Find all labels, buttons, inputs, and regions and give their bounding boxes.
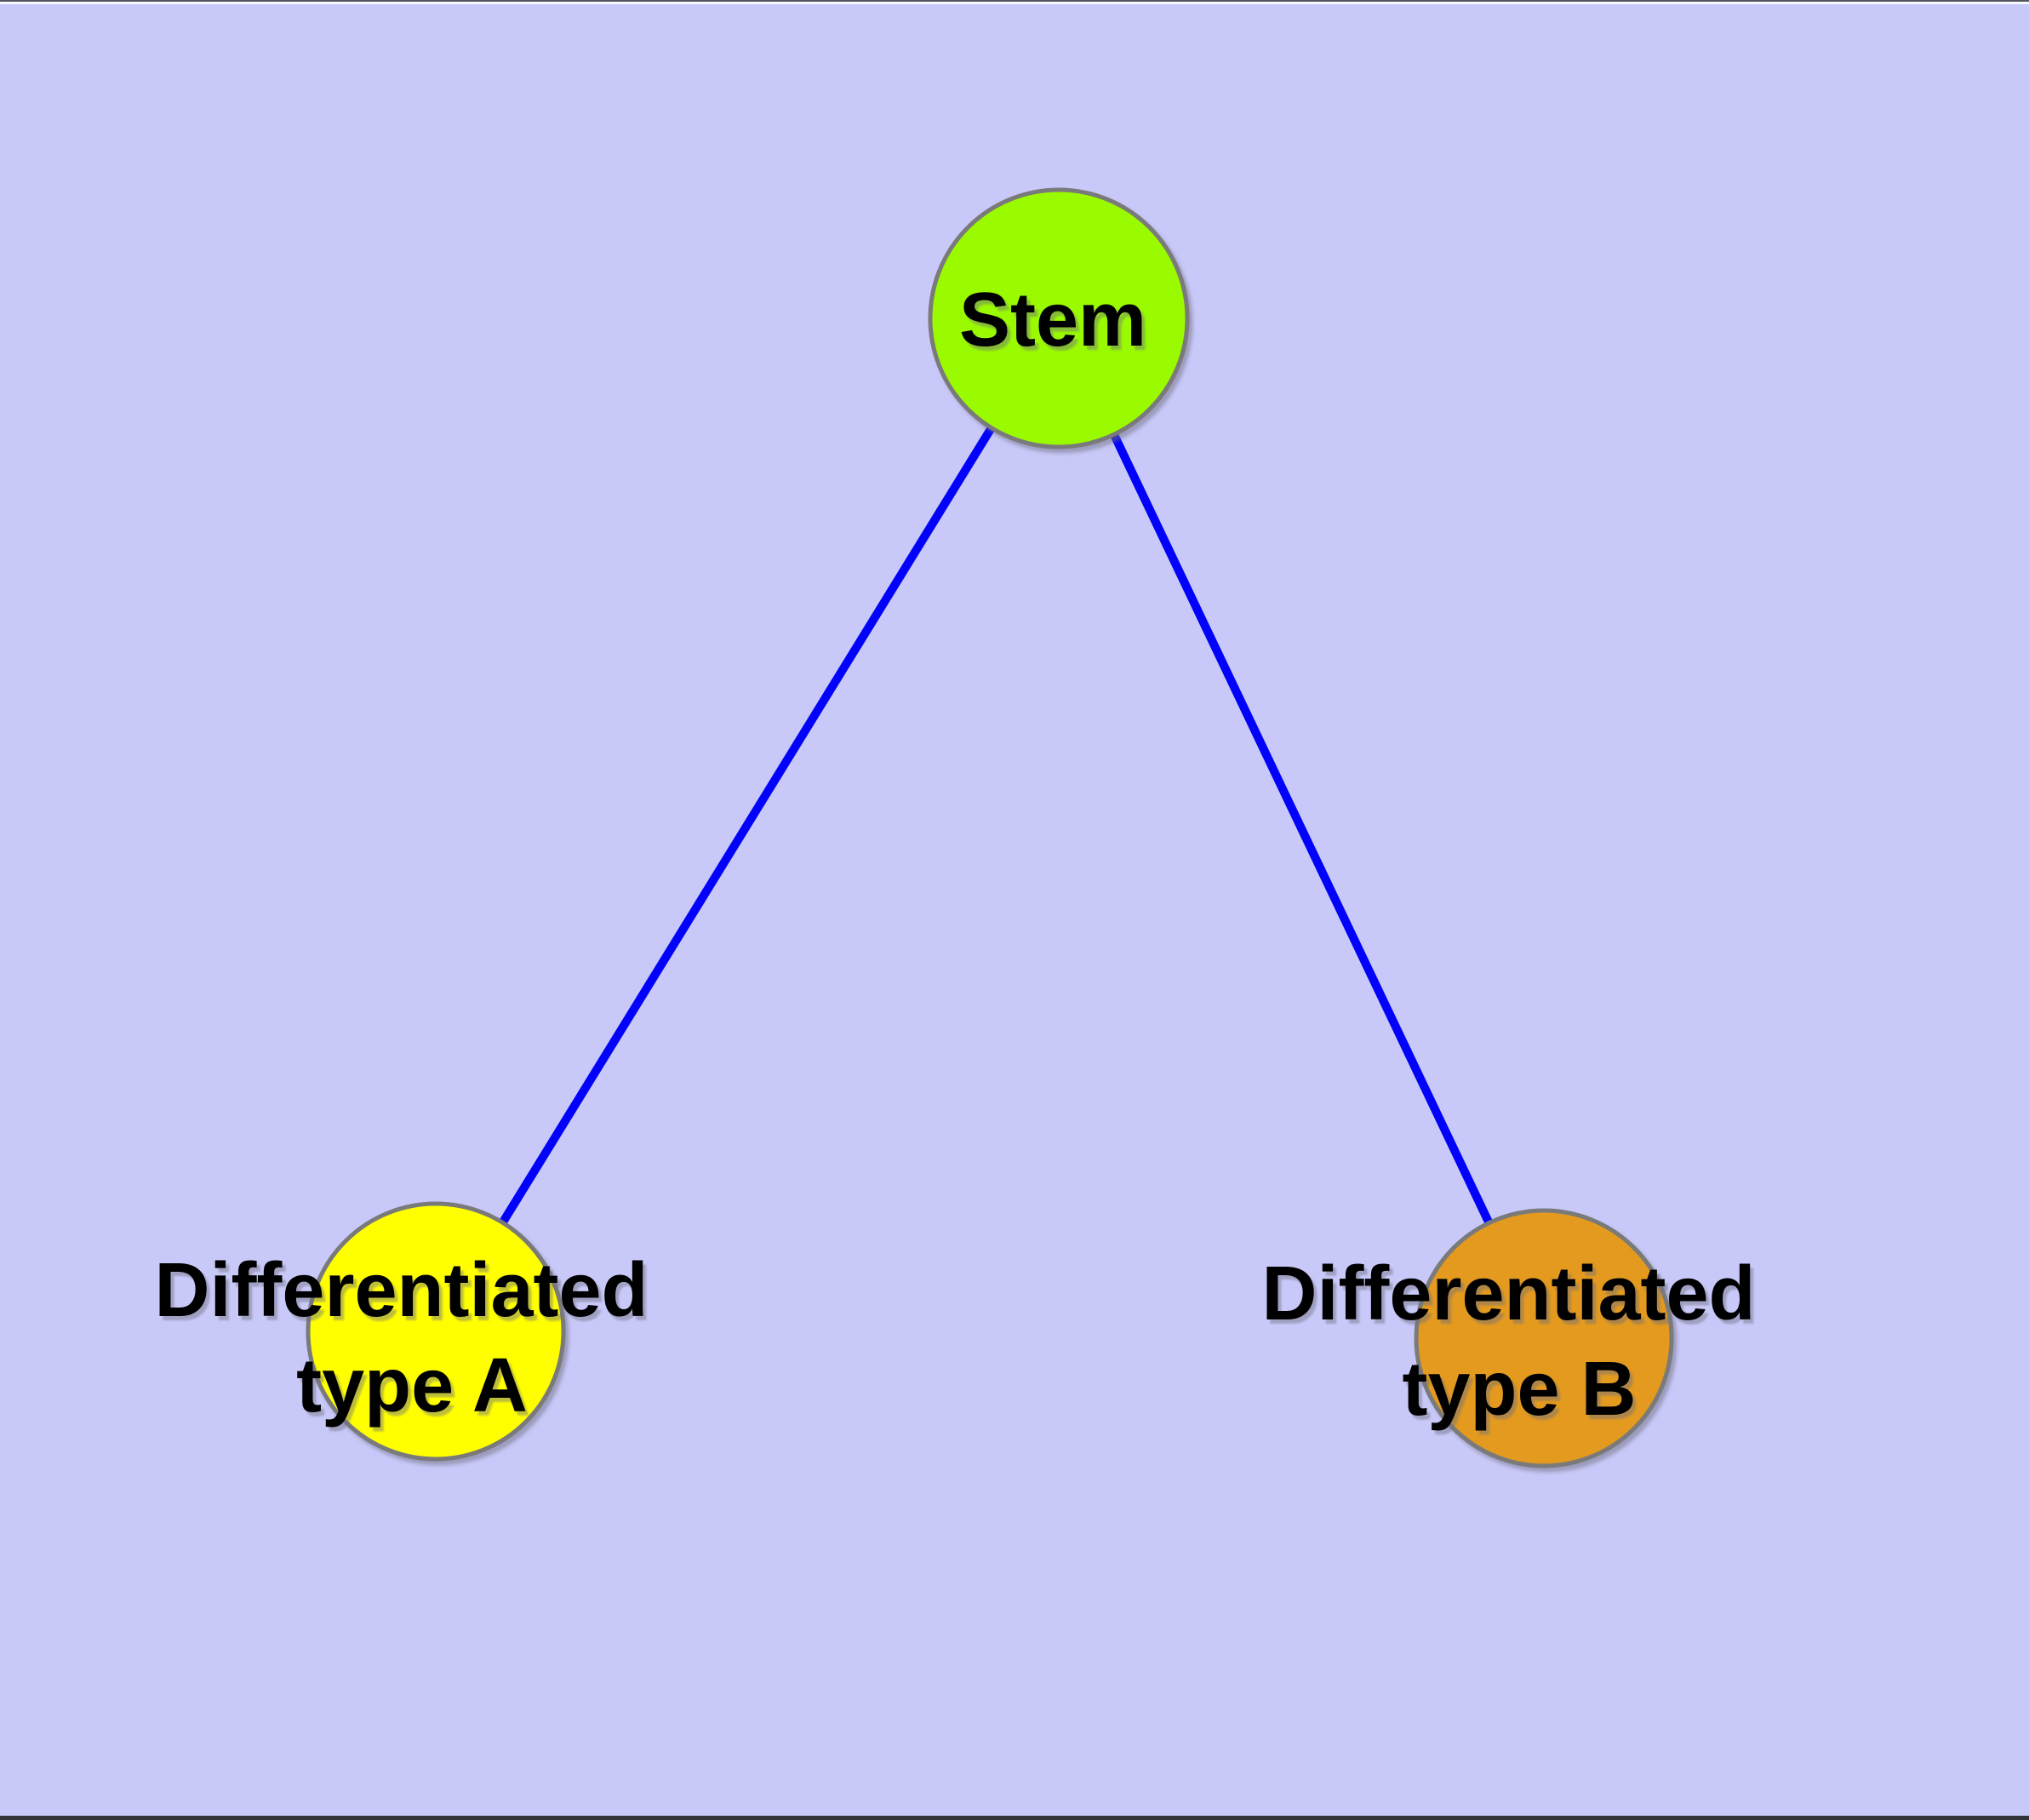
node-stem bbox=[928, 187, 1190, 449]
node-differentiated-type-a bbox=[306, 1201, 566, 1462]
edge-layer bbox=[432, 316, 1548, 1341]
window-bottom-border bbox=[0, 1816, 2029, 1820]
label-layer: Stem Differentiated type A Differentiate… bbox=[154, 278, 1776, 1432]
node-differentiated-type-a-label: Differentiated type A bbox=[154, 1248, 669, 1428]
node-layer bbox=[306, 187, 1674, 1468]
node-differentiated-type-b bbox=[1414, 1208, 1674, 1468]
window-top-border bbox=[0, 0, 2029, 2]
node-differentiated-type-b-label: Differentiated type B bbox=[1261, 1251, 1776, 1432]
edge-stem-to-differentiated-type-a bbox=[432, 316, 1063, 1334]
node-stem-label: Stem bbox=[959, 278, 1146, 363]
window-top-highlight bbox=[0, 2, 2029, 4]
edge-stem-to-differentiated-type-b bbox=[1055, 316, 1548, 1341]
